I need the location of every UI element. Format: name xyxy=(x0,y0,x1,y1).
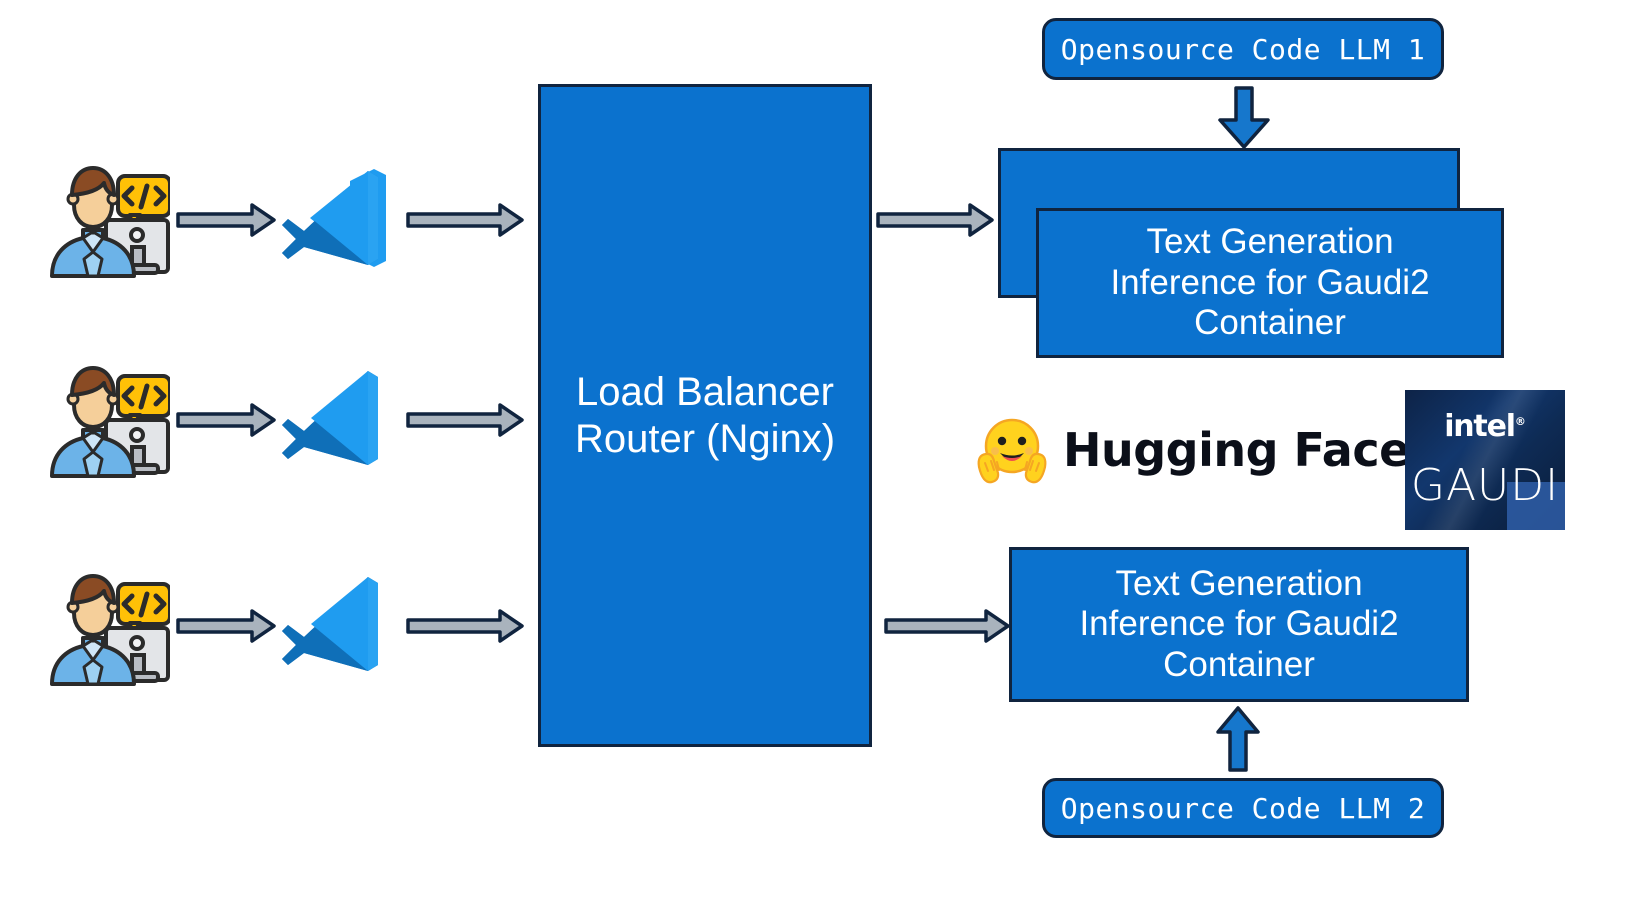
arrow-editor-3-to-router xyxy=(406,609,524,643)
arrow-editor-2-to-router xyxy=(406,403,524,437)
opensource-code-llm-2-label[interactable]: Opensource Code LLM 2 xyxy=(1042,778,1444,838)
load-balancer-label-line1: Load Balancer xyxy=(576,370,834,415)
arrow-router-to-tgi-bottom xyxy=(884,609,1010,643)
arrow-client-3-to-editor xyxy=(176,609,276,643)
opensource-code-llm-1-label[interactable]: Opensource Code LLM 1 xyxy=(1042,18,1444,80)
developer-icon xyxy=(44,157,170,279)
arrow-client-1-to-editor xyxy=(176,203,276,237)
hugging-face-wordmark: Hugging Face xyxy=(1063,423,1410,477)
developer-icon xyxy=(44,565,170,687)
tgi-bottom-line1: Text Generation xyxy=(1115,563,1363,603)
intel-wordmark: intel® xyxy=(1444,409,1526,444)
developer-icon xyxy=(44,357,170,479)
llm-2-text: Opensource Code LLM 2 xyxy=(1060,791,1426,825)
intel-gaudi-logo: intel® GAUDI xyxy=(1405,390,1565,530)
vscode-icon xyxy=(278,569,390,679)
tgi-top-line3: Container xyxy=(1194,303,1346,343)
vscode-icon xyxy=(278,363,390,473)
load-balancer-label-line2: Router (Nginx) xyxy=(574,416,836,461)
tgi-top-line2: Inference for Gaudi2 xyxy=(1110,262,1430,302)
tgi-bottom-line3: Container xyxy=(1163,644,1315,684)
load-balancer-box[interactable]: Load Balancer Router (Nginx) xyxy=(538,84,872,747)
gaudi-wordmark: GAUDI xyxy=(1410,460,1560,511)
llm-1-text: Opensource Code LLM 1 xyxy=(1060,32,1426,66)
registered-mark: ® xyxy=(1514,415,1526,428)
tgi-bottom-line2: Inference for Gaudi2 xyxy=(1079,604,1399,644)
tgi-container-top[interactable]: Text Generation Inference for Gaudi2 Con… xyxy=(1036,208,1504,358)
arrow-editor-1-to-router xyxy=(406,203,524,237)
arrow-llm1-to-tgi-top xyxy=(1216,86,1272,150)
gaudi-chip-accent xyxy=(1507,482,1565,530)
arrow-llm2-to-tgi-bottom xyxy=(1215,705,1261,773)
arrow-router-to-tgi-top xyxy=(876,203,994,237)
hugging-face-logo: Hugging Face xyxy=(975,413,1410,487)
tgi-container-bottom[interactable]: Text Generation Inference for Gaudi2 Con… xyxy=(1009,547,1469,702)
hugging-face-emoji xyxy=(975,413,1049,487)
arrow-client-2-to-editor xyxy=(176,403,276,437)
tgi-top-line1: Text Generation xyxy=(1146,222,1394,262)
vscode-icon xyxy=(278,163,390,273)
